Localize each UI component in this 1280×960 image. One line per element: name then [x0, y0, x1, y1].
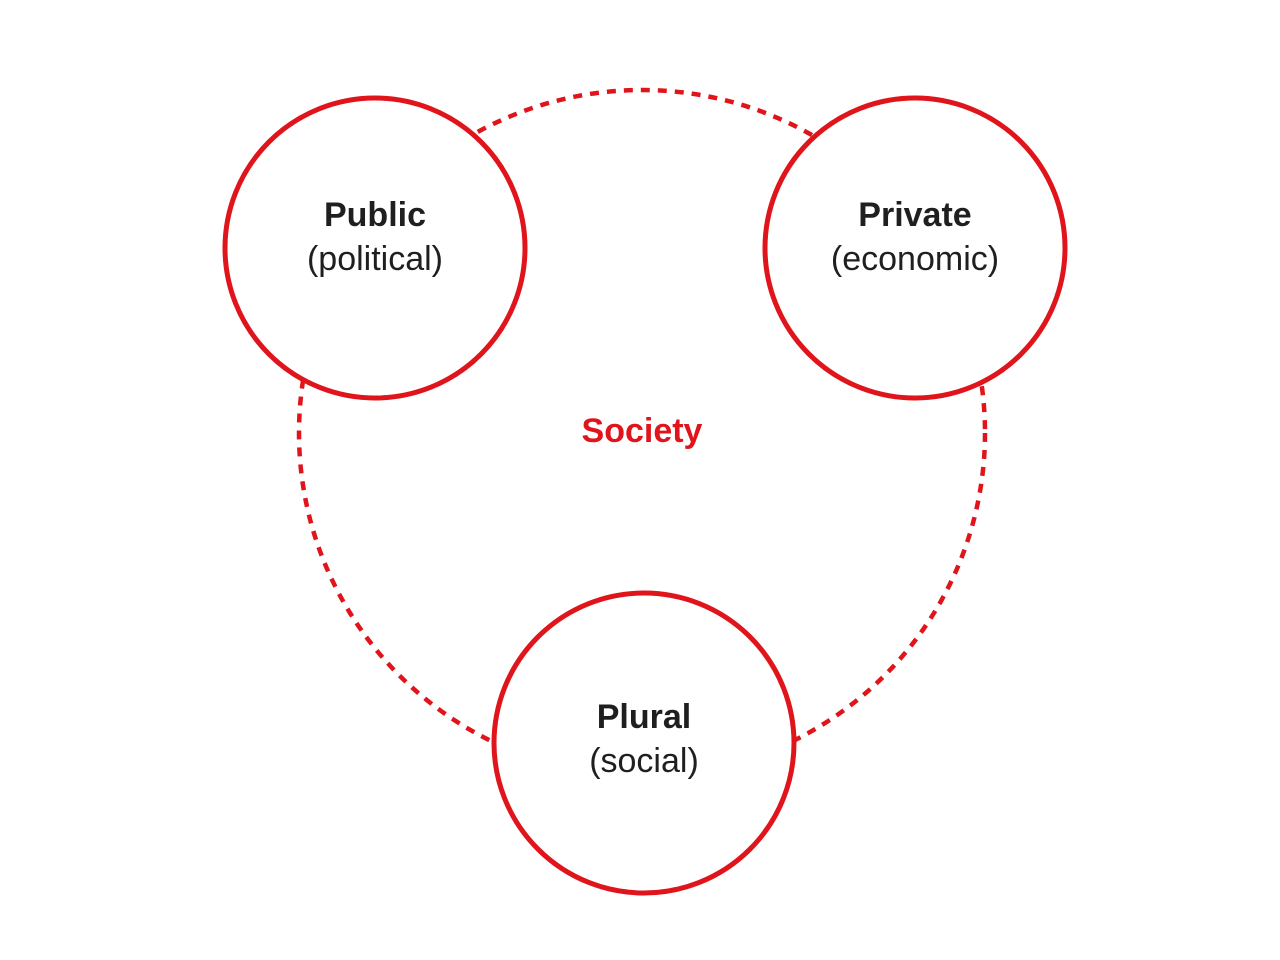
private-node: Private (economic) — [762, 95, 1068, 401]
private-circle — [762, 95, 1068, 401]
public-node: Public (political) — [222, 95, 528, 401]
society-ring — [296, 87, 988, 779]
plural-circle — [491, 590, 797, 896]
public-subtitle: (political) — [307, 240, 443, 278]
public-circle — [222, 95, 528, 401]
public-title: Public — [324, 196, 426, 234]
plural-subtitle: (social) — [589, 742, 699, 780]
private-subtitle: (economic) — [831, 240, 999, 278]
plural-title: Plural — [597, 698, 691, 736]
plural-node: Plural (social) — [491, 590, 797, 896]
society-label: Society — [582, 412, 703, 450]
private-title: Private — [858, 196, 971, 234]
